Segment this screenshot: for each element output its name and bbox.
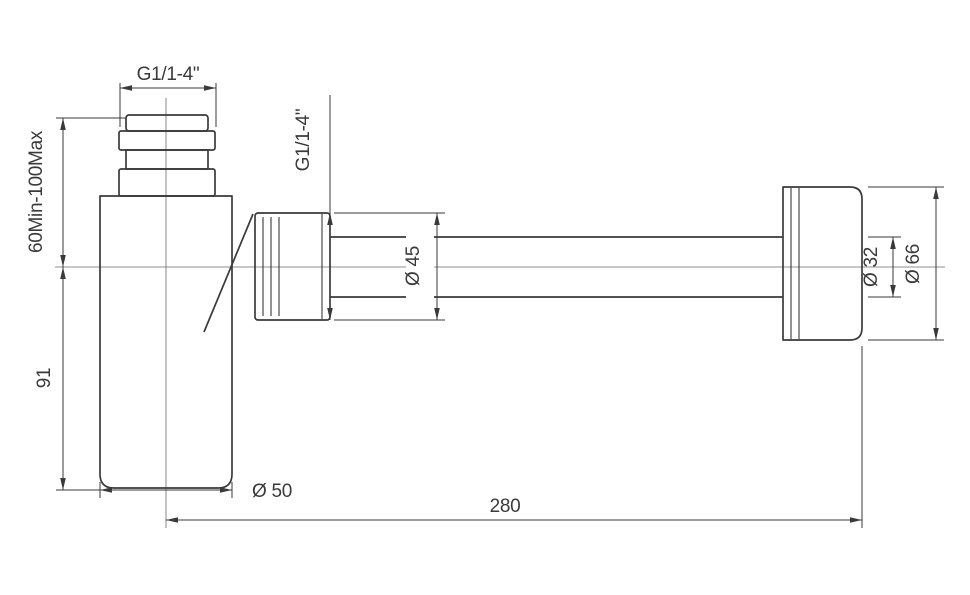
arrow	[60, 267, 66, 279]
outlet-assembly	[254, 186, 863, 341]
arrow	[327, 213, 333, 225]
arrow	[933, 187, 939, 199]
arrow	[327, 308, 333, 320]
arrow	[890, 237, 896, 249]
arrow	[100, 487, 112, 493]
arrow	[60, 478, 66, 490]
arrow	[204, 85, 216, 91]
outlet-cone-edge	[203, 213, 254, 333]
arrow	[60, 255, 66, 267]
arrowheads	[60, 85, 939, 523]
label-thread-top: G1/1-4"	[137, 64, 200, 85]
arrow	[850, 517, 862, 523]
label-mask	[406, 228, 434, 306]
wall-flange	[782, 186, 863, 341]
label-tube-diameter: Ø 32	[861, 247, 882, 287]
arrow	[60, 118, 66, 130]
top-ring	[118, 130, 216, 151]
label-nut-diameter: Ø 45	[403, 246, 424, 286]
trap-body-outline	[99, 114, 254, 489]
arrow	[166, 517, 178, 523]
dimension-lines	[62, 87, 937, 521]
arrow	[933, 328, 939, 340]
top-nut	[118, 168, 216, 197]
label-body-height: 91	[34, 368, 55, 389]
top-cap	[125, 114, 209, 132]
extension-lines	[56, 83, 944, 528]
arrow	[434, 308, 440, 320]
label-thread-side: G1/1-4"	[293, 109, 314, 172]
label-body-diameter: Ø 50	[252, 481, 292, 502]
label-flange-diameter: Ø 66	[903, 244, 924, 284]
arrow	[220, 487, 232, 493]
centerlines	[55, 98, 945, 528]
top-neck	[125, 149, 209, 170]
dimension-labels: G1/1-4" G1/1-4" 60Min-100Max 91 Ø 45 Ø 3…	[26, 64, 924, 517]
label-tube-length: 280	[490, 496, 521, 517]
label-height-range: 60Min-100Max	[26, 130, 47, 253]
arrow	[434, 213, 440, 225]
arrow	[890, 285, 896, 297]
trap-cup-body	[99, 195, 233, 489]
side-nut	[254, 212, 331, 321]
arrow	[120, 85, 132, 91]
